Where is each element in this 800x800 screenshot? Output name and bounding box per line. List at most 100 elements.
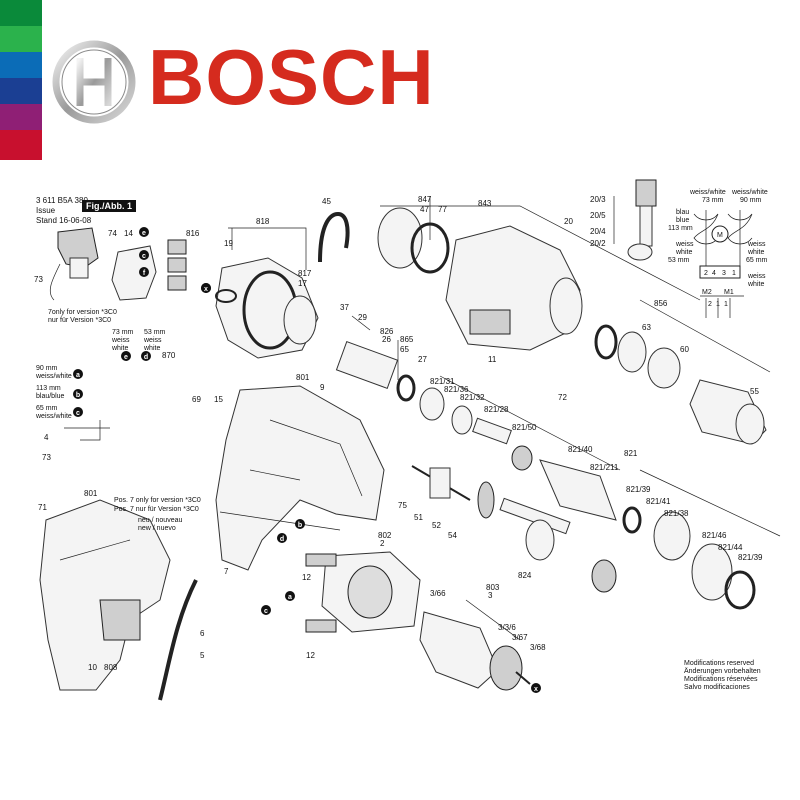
part-label: 821/50 — [512, 423, 537, 432]
wire-note: 65 mm — [36, 405, 58, 412]
switch-part — [49, 227, 99, 301]
part-label: 801 — [296, 373, 310, 382]
document-header: 3 611 B5A 380 Issue Stand 16-06-08 — [36, 196, 91, 226]
selector-part — [411, 465, 471, 501]
part-label: 55 — [750, 387, 759, 396]
part-label: 69 — [192, 395, 201, 404]
part-label: 6 — [200, 629, 205, 638]
wire-note: 73 mm — [112, 329, 134, 336]
part-label: 72 — [558, 393, 567, 402]
part-label: 821/31 — [430, 377, 455, 386]
intermediate-shaft-part — [539, 459, 756, 610]
svg-text:weiss/white: weiss/white — [731, 189, 768, 196]
version-note: 7only for version *3C0 — [48, 309, 117, 316]
letter-badge: a — [73, 369, 83, 379]
part-label: 3 — [488, 591, 493, 600]
brand-name: BOSCH — [148, 33, 435, 121]
part-label: 14 — [124, 229, 133, 238]
svg-text:white: white — [675, 249, 692, 256]
part-label: 821/46 — [702, 531, 727, 540]
bosch-armature-logo-icon — [52, 40, 136, 124]
part-label: 821 — [624, 449, 638, 458]
svg-text:65 mm: 65 mm — [746, 257, 768, 264]
handle-housing-part — [39, 499, 171, 691]
brand-stripe — [0, 0, 42, 26]
svg-text:b: b — [298, 522, 302, 529]
part-label: 856 — [654, 299, 668, 308]
modifications-line: Modifications réservées — [684, 676, 758, 683]
tool-holder-part — [594, 324, 767, 445]
part-label: 10 — [88, 663, 97, 672]
part-label: 818 — [256, 217, 270, 226]
part-label: 26 — [382, 335, 391, 344]
wiring-diagram: weiss/white 73 mm weiss/white 90 mm blau… — [668, 189, 768, 318]
wire-note: 90 mm — [36, 365, 58, 372]
svg-text:90 mm: 90 mm — [740, 197, 762, 204]
hammer-tube-part — [377, 207, 583, 351]
svg-text:2: 2 — [704, 270, 708, 277]
part-label: 801 — [84, 489, 98, 498]
pos7-note: Pos. 7 only for version *3C0 — [114, 497, 201, 504]
letter-badge: d — [141, 351, 151, 361]
svg-text:a: a — [288, 594, 292, 601]
svg-text:e: e — [142, 230, 146, 237]
brand-stripe — [0, 104, 42, 130]
part-label: 52 — [432, 521, 441, 530]
part-label: 20/3 — [590, 195, 606, 204]
part-label: 60 — [680, 345, 689, 354]
part-label: 3/68 — [530, 643, 546, 652]
part-label: 7 — [224, 567, 229, 576]
part-label: 11 — [488, 355, 497, 364]
piston-part — [335, 341, 533, 471]
letter-badge: e — [139, 227, 149, 237]
part-label: 821/40 — [568, 445, 593, 454]
part-label: 29 — [358, 313, 367, 322]
gear-shaft-part — [477, 481, 617, 593]
hook-part — [318, 211, 350, 263]
svg-text:weiss/white: weiss/white — [689, 189, 726, 196]
svg-text:113 mm: 113 mm — [668, 225, 693, 232]
svg-text:3: 3 — [722, 270, 726, 277]
brand-stripe — [0, 52, 42, 78]
part-label: 20/5 — [590, 211, 606, 220]
part-label: 20/2 — [590, 239, 606, 248]
svg-text:2: 2 — [708, 301, 712, 308]
svg-text:f: f — [143, 270, 146, 277]
stator-part — [305, 551, 421, 633]
wire-note: white — [111, 345, 128, 352]
svg-text:weiss: weiss — [747, 241, 766, 248]
new-note: new / nuevo — [138, 525, 176, 532]
part-label: 27 — [418, 355, 427, 364]
svg-text:M2: M2 — [702, 289, 712, 296]
svg-text:53 mm: 53 mm — [668, 257, 690, 264]
stand-label: Stand 16-06-08 — [36, 216, 92, 225]
svg-text:weiss: weiss — [747, 273, 766, 280]
leader-lines — [64, 196, 781, 641]
svg-text:c: c — [76, 410, 80, 417]
svg-text:blau: blau — [676, 209, 689, 216]
part-label: 821/36 — [444, 385, 469, 394]
part-label: 20 — [564, 217, 573, 226]
figure-label: Fig./Abb. 1 — [82, 200, 136, 212]
part-label: 65 — [400, 345, 409, 354]
brand-stripe — [0, 130, 42, 160]
part-label: 37 — [340, 303, 349, 312]
part-label: 54 — [448, 531, 457, 540]
wire-note: blau/blue — [36, 393, 65, 400]
part-label: 821/28 — [484, 405, 509, 414]
svg-text:blue: blue — [676, 217, 689, 224]
svg-text:73 mm: 73 mm — [702, 197, 724, 204]
brand-stripe — [0, 78, 42, 104]
svg-text:d: d — [144, 354, 148, 361]
version-note: nur für Version *3C0 — [48, 317, 111, 324]
part-label: 19 — [224, 239, 233, 248]
letter-badge: a — [285, 591, 295, 601]
part-label: 821/44 — [718, 543, 743, 552]
letter-badge: c — [139, 250, 149, 260]
letter-badge: x — [201, 283, 211, 293]
armature-part — [419, 611, 531, 691]
part-label: 870 — [162, 351, 176, 360]
part-label: 20/4 — [590, 227, 606, 236]
part-label: 47 — [420, 205, 429, 214]
